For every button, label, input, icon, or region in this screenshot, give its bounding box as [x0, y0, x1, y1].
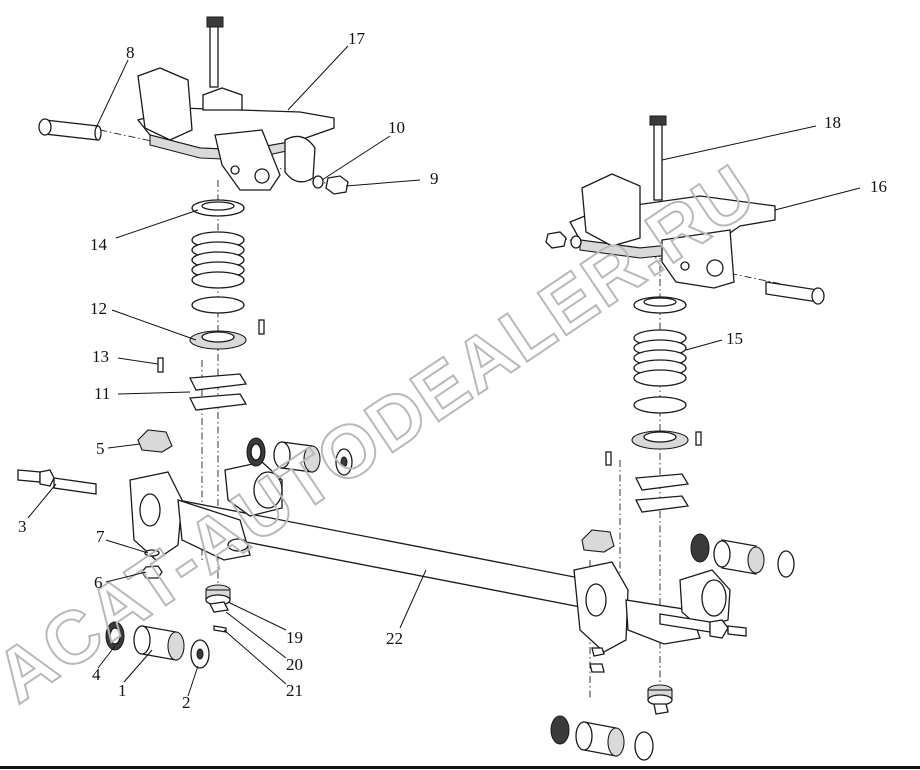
right-axle-bracket: [573, 561, 731, 653]
right-stud: [659, 613, 747, 639]
callout-6: 6: [94, 573, 103, 592]
callout-16: 16: [870, 177, 887, 196]
callout-5: 5: [96, 439, 105, 458]
right-nut-washer: [545, 231, 582, 249]
left-nut-small: [141, 549, 163, 579]
right-upper-bushings: [690, 533, 795, 578]
right-pin: [765, 281, 825, 305]
right-upper-bracket: [569, 115, 776, 289]
callout-12: 12: [90, 299, 107, 318]
right-bump-stop: [581, 529, 615, 553]
leader-lines: [27, 45, 861, 697]
right-lower-bushings: [550, 715, 654, 761]
left-spring-stack: [157, 199, 265, 411]
callout-11: 11: [94, 384, 110, 403]
callout-8: 8: [126, 43, 135, 62]
callout-20: 20: [286, 655, 303, 674]
callout-15: 15: [726, 329, 743, 348]
callout-10: 10: [388, 118, 405, 137]
callout-18: 18: [824, 113, 841, 132]
upper-bushing-set: [246, 437, 353, 476]
callout-17: 17: [348, 29, 366, 48]
callout-2: 2: [182, 693, 191, 712]
callout-3: 3: [18, 517, 27, 536]
callout-13: 13: [92, 347, 109, 366]
callout-9: 9: [430, 169, 439, 188]
callout-22: 22: [386, 629, 403, 648]
callout-4: 4: [92, 665, 101, 684]
left-pin: [38, 118, 102, 141]
left-bump-stop: [137, 429, 173, 453]
bottom-border: [0, 766, 920, 769]
right-lower-pad: [589, 647, 673, 715]
callout-7: 7: [96, 527, 105, 546]
left-upper-bracket: [136, 16, 335, 191]
callout-1: 1: [118, 681, 127, 700]
callout-labels: 8 17 10 9 18 16 14 15 12 13 11 5 3 7 6 4…: [18, 29, 887, 712]
left-nut-washer: [312, 175, 349, 195]
left-lower-pad: [205, 584, 231, 633]
left-axle-bracket: [129, 461, 283, 561]
callout-19: 19: [286, 628, 303, 647]
left-stud: [17, 469, 97, 495]
right-spring-stack: [605, 296, 702, 513]
callout-14: 14: [90, 235, 108, 254]
callout-21: 21: [286, 681, 303, 700]
